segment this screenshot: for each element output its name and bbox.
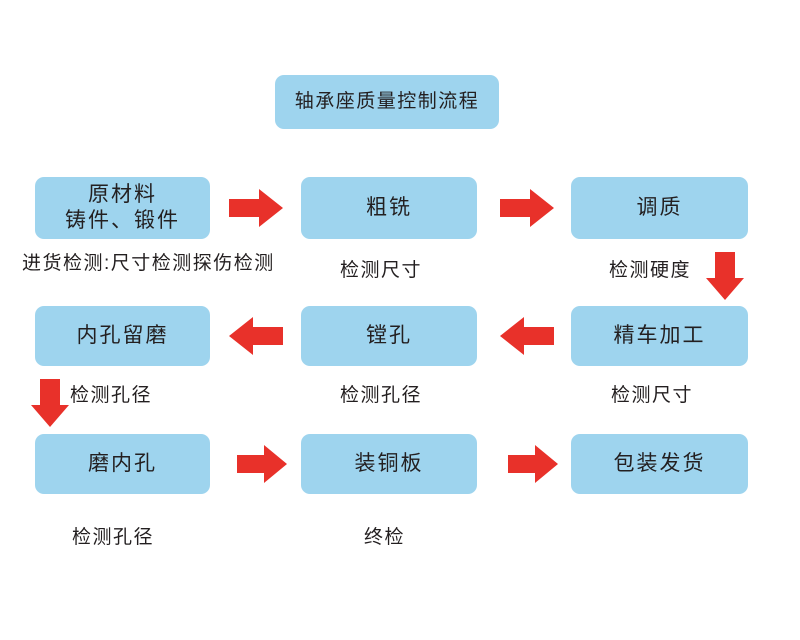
node-raw-material-line1: 原材料 [88,183,157,207]
node-boring-text: 镗孔 [366,323,412,349]
caption-check-bore-2-text: 检测孔径 [340,385,423,406]
caption-incoming-inspection-line2: 探伤检测 [192,253,275,274]
node-mount-copper-plate-text: 装铜板 [355,451,424,477]
caption-final-inspection: 终检 [364,527,405,549]
arrow-down-left-icon [31,379,69,427]
node-finish-turning-line1: 精车加工 [613,324,706,348]
node-grind-inner-hole: 磨内孔 [35,434,210,494]
caption-check-bore-3: 检测孔径 [72,527,154,549]
arrow-r3-b-right-icon [508,445,558,483]
caption-check-dimension-1: 检测尺寸 [340,260,422,282]
node-title-text: 轴承座质量控制流程 [295,90,480,113]
caption-incoming-inspection-line1: 尺寸检测 [110,253,193,274]
node-title-line1: 轴承座质量控制流程 [294,91,480,113]
node-grind-inner-hole-text: 磨内孔 [88,451,157,477]
caption-check-dimension-2: 检测尺寸 [611,385,693,407]
caption-check-hardness-text: 检测硬度 [609,260,692,281]
caption-incoming-inspection: 进货检测:尺寸检测探伤检测 [22,253,275,276]
caption-check-bore-1: 检测孔径 [70,385,152,407]
caption-check-bore-2: 检测孔径 [340,385,422,407]
arrow-r1-a-right-icon [229,189,283,227]
node-quenching-tempering-text: 调质 [637,195,683,221]
node-mount-copper-plate: 装铜板 [301,434,477,494]
node-inner-hole-grind-allowance-line1: 内孔留磨 [76,324,169,348]
node-package-shipment: 包装发货 [571,434,748,494]
caption-incoming-inspection-stack: 尺寸检测探伤检测 [111,253,275,275]
node-inner-hole-grind-allowance: 内孔留磨 [35,306,210,366]
node-rough-milling-text: 粗铣 [366,195,412,221]
caption-check-dimension-1-text: 检测尺寸 [340,260,423,281]
node-boring-line1: 镗孔 [366,324,412,348]
caption-incoming-inspection-prefix: 进货检测: [22,253,111,274]
caption-check-bore-1-text: 检测孔径 [70,385,153,406]
node-finish-turning-text: 精车加工 [614,323,706,349]
caption-check-bore-3-text: 检测孔径 [72,527,155,548]
node-rough-milling-line1: 粗铣 [366,196,412,220]
node-title-box: 轴承座质量控制流程 [275,75,499,129]
caption-check-dimension-2-text: 检测尺寸 [611,385,694,406]
arrow-r1-b-right-icon [500,189,554,227]
node-quenching-tempering-line1: 调质 [636,196,683,220]
node-raw-material-text: 原材料 铸件、锻件 [65,182,180,233]
node-package-shipment-line1: 包装发货 [613,452,706,476]
caption-check-hardness: 检测硬度 [609,260,691,282]
arrow-r2-b-left-icon [500,317,554,355]
caption-final-inspection-text: 终检 [364,527,406,548]
node-raw-material-line2: 铸件、锻件 [65,209,180,232]
node-grind-inner-hole-line1: 磨内孔 [88,452,157,476]
node-package-shipment-text: 包装发货 [614,451,706,477]
node-rough-milling: 粗铣 [301,177,477,239]
node-finish-turning: 精车加工 [571,306,748,366]
arrow-r2-a-left-icon [229,317,283,355]
arrow-r3-a-right-icon [237,445,287,483]
node-inner-hole-grind-allowance-text: 内孔留磨 [77,323,169,349]
node-boring: 镗孔 [301,306,477,366]
node-mount-copper-plate-line1: 装铜板 [354,452,424,476]
arrow-down-right-icon [706,252,744,300]
node-raw-material: 原材料 铸件、锻件 [35,177,210,239]
node-quenching-tempering: 调质 [571,177,748,239]
